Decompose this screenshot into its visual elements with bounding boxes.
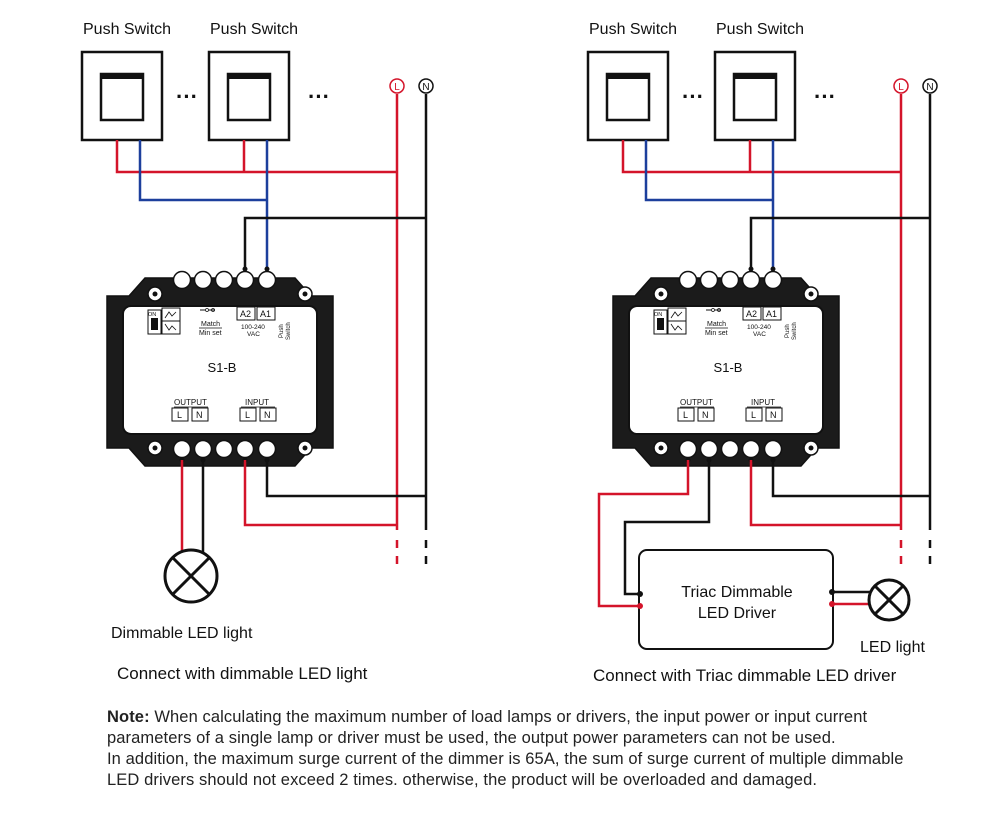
- right-live-letter: L: [898, 82, 904, 93]
- svg-text:A2: A2: [240, 309, 251, 319]
- left-input-neutral-wire: [265, 460, 426, 498]
- left-circuit: Push Switch Push Switch ··· ··· L N: [80, 21, 434, 683]
- left-switch-signal-wire: [138, 140, 267, 202]
- wiring-diagram: Push Switch Push Switch ··· ··· L N: [80, 21, 938, 685]
- svg-text:Match: Match: [201, 321, 220, 328]
- svg-text:L: L: [683, 410, 688, 420]
- left-neutral-symbol: [418, 78, 434, 94]
- svg-text:INPUT: INPUT: [751, 398, 775, 407]
- right-output-live-wire: [597, 460, 690, 608]
- svg-text:N: N: [770, 410, 777, 420]
- left-device-panel: ON Match Min set A2 A1 100-240 VAC Push …: [147, 306, 292, 422]
- left-switch-2-label: Push Switch: [210, 21, 298, 38]
- svg-text:ON: ON: [654, 312, 662, 318]
- right-device-panel: ON Match Min set A2 A1 100-240 VAC Push …: [653, 306, 798, 422]
- note-line-3: In addition, the maximum surge current o…: [107, 750, 904, 768]
- right-live-symbol: [893, 78, 909, 94]
- svg-text:L: L: [751, 410, 756, 420]
- left-top-neutral-wire: [243, 216, 426, 268]
- svg-text:ON: ON: [148, 312, 156, 318]
- left-push-switch-2: [207, 50, 291, 142]
- right-circuit: Push Switch Push Switch ··· ··· L N: [586, 21, 938, 685]
- left-switch-live-wire: [115, 140, 397, 174]
- right-ellipsis-1: ···: [682, 84, 704, 109]
- right-neutral-symbol: [922, 78, 938, 94]
- svg-text:Match: Match: [707, 321, 726, 328]
- right-top-terminals: [678, 266, 783, 290]
- svg-text:OUTPUT: OUTPUT: [174, 398, 207, 407]
- right-bottom-terminals: [678, 439, 783, 463]
- left-top-terminals: [172, 266, 277, 290]
- left-neutral-letter: N: [422, 82, 429, 93]
- left-model-label: S1-B: [208, 360, 237, 375]
- svg-text:Switch: Switch: [286, 322, 292, 340]
- driver-label-line2: LED Driver: [698, 605, 777, 622]
- driver-label-line1: Triac Dimmable: [681, 584, 793, 601]
- note-key: Note:: [107, 708, 150, 726]
- note-text: Note: When calculating the maximum numbe…: [107, 707, 987, 791]
- left-live-letter: L: [394, 82, 400, 93]
- left-ellipsis-2: ···: [308, 84, 330, 109]
- svg-text:Min set: Min set: [199, 330, 222, 337]
- svg-text:Push: Push: [279, 324, 285, 338]
- left-bottom-terminals: [172, 439, 277, 463]
- svg-text:A1: A1: [766, 309, 777, 319]
- svg-text:A1: A1: [260, 309, 271, 319]
- left-push-switch-1: [80, 50, 164, 142]
- right-switch-live-wire: [621, 140, 901, 174]
- svg-text:OUTPUT: OUTPUT: [680, 398, 713, 407]
- svg-text:100-240: 100-240: [241, 324, 265, 331]
- left-live-symbol: [389, 78, 405, 94]
- right-input-neutral-wire: [771, 460, 930, 498]
- svg-text:VAC: VAC: [247, 331, 260, 338]
- right-push-switch-2: [713, 50, 797, 142]
- svg-text:N: N: [264, 410, 271, 420]
- left-ellipsis-1: ···: [176, 84, 198, 109]
- left-switch-1-label: Push Switch: [83, 21, 171, 38]
- right-ellipsis-2: ···: [814, 84, 836, 109]
- right-switch-signal-wire: [644, 140, 773, 202]
- right-switch-2-label: Push Switch: [716, 21, 804, 38]
- note-line-4: LED drivers should not exceed 2 times. o…: [107, 771, 818, 789]
- svg-text:VAC: VAC: [753, 331, 766, 338]
- left-load-label: Dimmable LED light: [111, 625, 253, 642]
- right-load-label: LED light: [860, 639, 925, 656]
- right-top-neutral-wire: [749, 216, 930, 268]
- svg-text:N: N: [702, 410, 709, 420]
- svg-text:N: N: [196, 410, 203, 420]
- svg-text:L: L: [245, 410, 250, 420]
- right-model-label: S1-B: [714, 360, 743, 375]
- right-push-switch-1: [586, 50, 670, 142]
- lamp-icon: [163, 548, 219, 604]
- right-neutral-letter: N: [926, 82, 933, 93]
- svg-text:Switch: Switch: [792, 322, 798, 340]
- right-switch-1-label: Push Switch: [589, 21, 677, 38]
- right-input-live-wire: [749, 460, 901, 527]
- svg-text:Min set: Min set: [705, 330, 728, 337]
- note-line-1: Note: When calculating the maximum numbe…: [107, 708, 868, 726]
- right-output-neutral-wire: [623, 460, 711, 596]
- svg-text:L: L: [177, 410, 182, 420]
- left-caption: Connect with dimmable LED light: [117, 664, 368, 683]
- note-line-2: parameters of a single lamp or driver mu…: [107, 729, 836, 747]
- triac-driver-box: [638, 549, 834, 650]
- svg-text:100-240: 100-240: [747, 324, 771, 331]
- svg-text:INPUT: INPUT: [245, 398, 269, 407]
- right-caption: Connect with Triac dimmable LED driver: [593, 666, 897, 685]
- svg-text:Push: Push: [785, 324, 791, 338]
- svg-text:A2: A2: [746, 309, 757, 319]
- right-lamp-icon: [867, 578, 911, 622]
- left-input-live-wire: [243, 460, 397, 527]
